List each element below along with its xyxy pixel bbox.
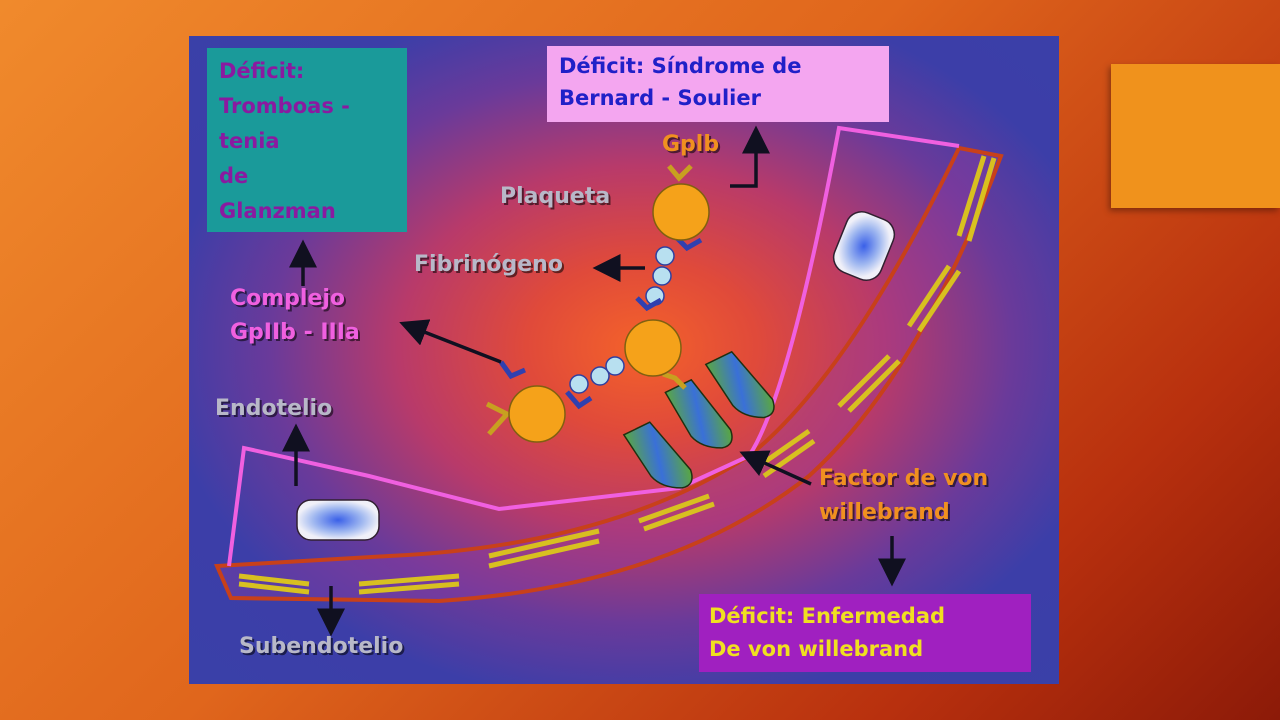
- collagen-fibers: [238, 155, 997, 595]
- hemostasis-diagram: [214, 125, 1004, 637]
- platelet: [624, 319, 682, 377]
- platelet: [508, 385, 566, 443]
- box-line: Tromboas -: [219, 94, 350, 118]
- endothelial-cell-right: [832, 211, 896, 281]
- diagram-image: Déficit: Tromboas - tenia de Glanzman Dé…: [189, 36, 1059, 684]
- label-gpib: Gplb: [662, 132, 720, 157]
- bernard-soulier-deficit-box: Déficit: Síndrome de Bernard - Soulier: [547, 46, 889, 122]
- box-line: De von willebrand: [709, 637, 924, 661]
- subendothelium-band: [214, 145, 1004, 604]
- box-line: Déficit: Síndrome de: [559, 54, 802, 78]
- label-complejo: Complejo: [230, 286, 346, 311]
- von-willebrand-disease-box: Déficit: Enfermedad De von willebrand: [699, 594, 1031, 672]
- label-gpiib-iiia: GpIIb - IIIa: [230, 320, 360, 345]
- box-line: Déficit: Enfermedad: [709, 604, 946, 628]
- endothelial-cell-left: [296, 499, 380, 541]
- glanzmann-deficit-box: Déficit: Tromboas - tenia de Glanzman: [207, 48, 407, 232]
- decorative-orange-square: [1111, 64, 1280, 208]
- label-subendotelio: Subendotelio: [239, 634, 404, 659]
- label-fibrinogeno: Fibrinógeno: [414, 252, 563, 277]
- box-line: tenia: [219, 129, 280, 153]
- platelet: [652, 183, 710, 241]
- von-willebrand-factor-molecules: [622, 350, 775, 489]
- label-factor-von: Factor de von: [819, 466, 989, 491]
- label-plaqueta: Plaqueta: [500, 184, 611, 209]
- box-line: de: [219, 164, 249, 188]
- box-line: Déficit:: [219, 59, 305, 83]
- label-endotelio: Endotelio: [215, 396, 333, 421]
- box-line: Bernard - Soulier: [559, 86, 761, 110]
- endothelium-outline: [227, 125, 960, 567]
- box-line: Glanzman: [219, 199, 336, 223]
- label-willebrand: willebrand: [819, 500, 950, 525]
- gpib-receptors: [485, 164, 693, 436]
- arrows: [282, 125, 906, 637]
